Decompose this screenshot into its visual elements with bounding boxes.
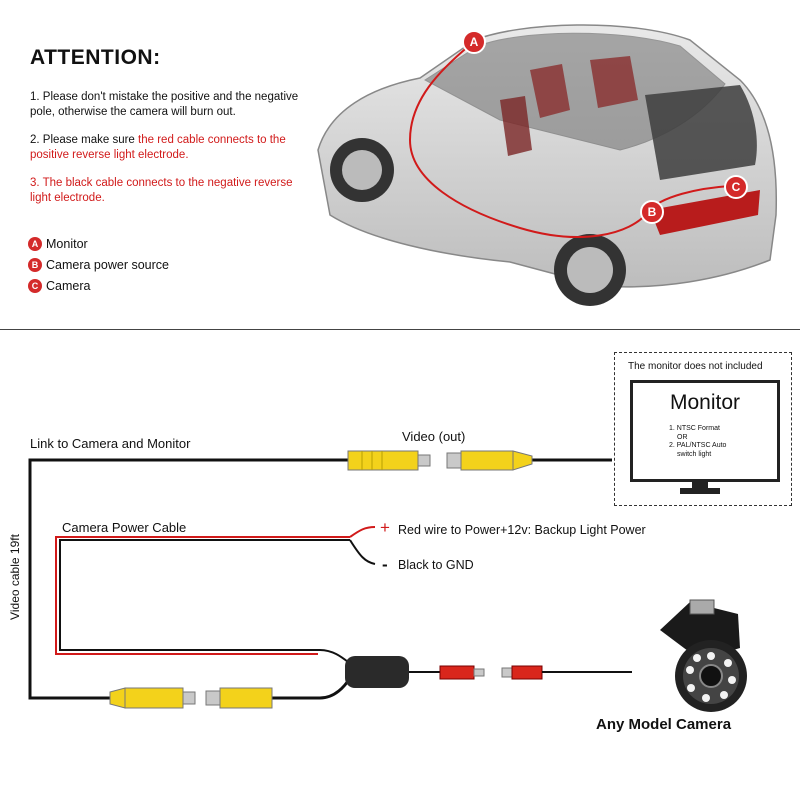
monitor-box xyxy=(614,352,792,506)
camera-label: Any Model Camera xyxy=(596,716,732,733)
power-filter-box xyxy=(345,656,409,688)
note-3-prefix: 3. xyxy=(30,177,43,189)
legend-label: Monitor xyxy=(46,237,88,251)
monitor-spec-line: 2. PAL/NTSC Auto xyxy=(669,442,727,449)
monitor-spec-line: switch light xyxy=(677,450,712,458)
note-2: 2. Please make sure the red cable connec… xyxy=(30,133,300,163)
monitor-stand xyxy=(692,478,708,488)
red-wire-branch xyxy=(349,526,376,538)
video-cable xyxy=(28,458,612,700)
note-3-red: The black cable connects to the negative… xyxy=(30,177,293,204)
power-cable-red xyxy=(55,536,350,655)
car-illustration: A B C xyxy=(317,24,778,306)
legend-label: Camera xyxy=(46,279,91,293)
wiring-diagram xyxy=(28,450,747,712)
attention-panel: ATTENTION: 1. Please don't mistake the p… xyxy=(0,0,800,330)
car-tail-light xyxy=(650,190,760,235)
red-rca-left xyxy=(439,665,485,680)
section-divider xyxy=(0,329,800,330)
video-connector-male-bottom xyxy=(109,687,196,709)
marker-c: C xyxy=(724,175,748,199)
marker-a-label: A xyxy=(470,35,479,49)
video-connector-female-right xyxy=(446,450,533,471)
car-seat-front2 xyxy=(500,96,532,156)
power-cable-label: Camera Power Cable xyxy=(62,520,187,535)
monitor-screen: Monitor 1. NTSC Format OR 2. PAL/NTSC Au… xyxy=(630,380,780,482)
link-label: Link to Camera and Monitor xyxy=(30,436,191,451)
video-cable-length-label: Video cable 19ft xyxy=(8,534,22,620)
car-rear-window xyxy=(645,85,757,180)
legend-item-power: B Camera power source xyxy=(28,258,169,272)
legend-item-monitor: A Monitor xyxy=(28,237,88,251)
note-3: 3. The black cable connects to the negat… xyxy=(30,176,300,206)
power-cable-black xyxy=(59,539,353,666)
black-wire-label: Black to GND xyxy=(398,558,474,572)
monitor-specs: 1. NTSC Format OR 2. PAL/NTSC Auto switc… xyxy=(669,425,726,459)
black-minus-sign: - xyxy=(382,555,388,574)
note-2-red: the red cable connects to the positive r… xyxy=(30,134,286,161)
badge-a: A xyxy=(28,237,42,251)
badge-b: B xyxy=(28,258,42,272)
attention-title: ATTENTION: xyxy=(30,46,161,69)
red-plus-sign: + xyxy=(380,518,390,537)
badge-c: C xyxy=(28,279,42,293)
video-connector-male-left xyxy=(347,450,431,471)
note-1: 1. Please don't mistake the positive and… xyxy=(30,91,299,118)
black-wire-branch xyxy=(349,539,376,565)
monitor-spec-line: OR xyxy=(677,433,688,441)
monitor-title: Monitor xyxy=(669,391,741,414)
marker-b: B xyxy=(640,200,664,224)
monitor-note: The monitor does not included xyxy=(628,361,763,372)
marker-a: A xyxy=(462,30,486,54)
monitor-spec-line: 1. NTSC Format xyxy=(669,425,720,432)
video-cable-camera-side xyxy=(272,677,352,700)
marker-b-label: B xyxy=(648,205,657,219)
red-wire-label: Red wire to Power+12v: Backup Light Powe… xyxy=(398,523,646,537)
car-seat-rear xyxy=(590,56,638,108)
video-out-label: Video (out) xyxy=(402,429,466,444)
legend-label: Camera power source xyxy=(46,258,169,272)
red-rca-right xyxy=(501,665,543,680)
camera-illustration xyxy=(660,599,747,712)
car-seat-front xyxy=(530,64,570,118)
video-connector-female-bottom xyxy=(205,687,273,709)
marker-c-label: C xyxy=(732,180,741,194)
legend-item-camera: C Camera xyxy=(28,279,90,293)
note-2-prefix: 2. Please make sure xyxy=(30,134,139,146)
